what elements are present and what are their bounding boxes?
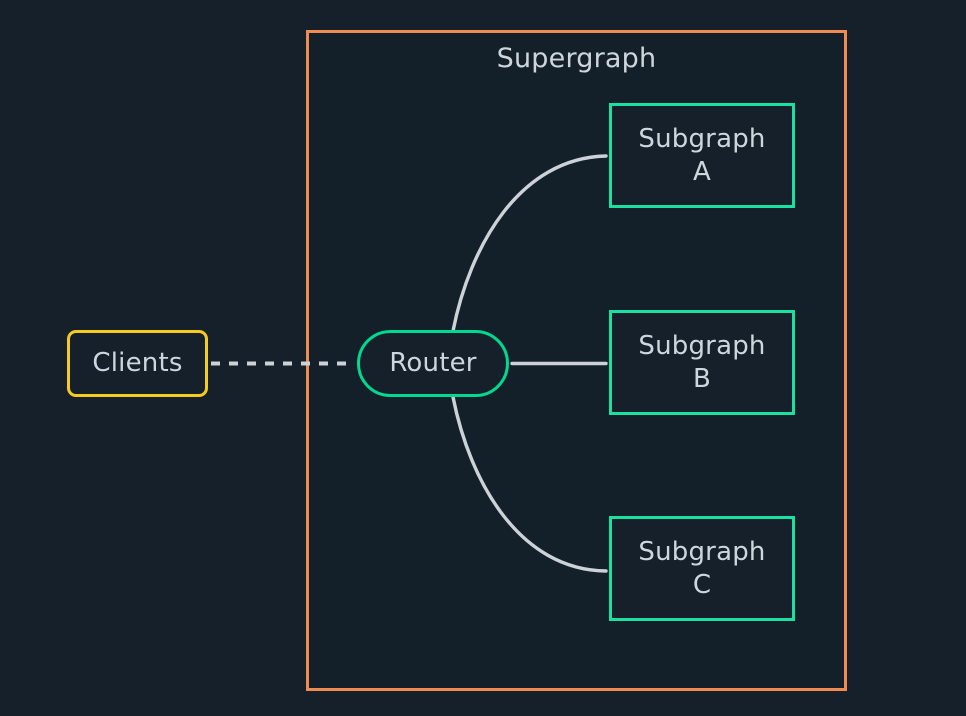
node-subgraph-a[interactable]: Subgraph A bbox=[609, 103, 795, 208]
node-clients-label: Clients bbox=[92, 348, 183, 378]
node-subgraph-a-label: Subgraph A bbox=[638, 123, 766, 187]
node-clients[interactable]: Clients bbox=[67, 330, 208, 397]
node-subgraph-b[interactable]: Subgraph B bbox=[609, 310, 795, 415]
node-subgraph-b-label: Subgraph B bbox=[638, 330, 766, 394]
supergraph-cluster-title: Supergraph bbox=[496, 43, 657, 74]
node-subgraph-c-label: Subgraph C bbox=[638, 536, 766, 600]
node-router-label: Router bbox=[389, 348, 477, 378]
node-subgraph-c[interactable]: Subgraph C bbox=[609, 516, 795, 621]
node-router[interactable]: Router bbox=[357, 330, 509, 397]
